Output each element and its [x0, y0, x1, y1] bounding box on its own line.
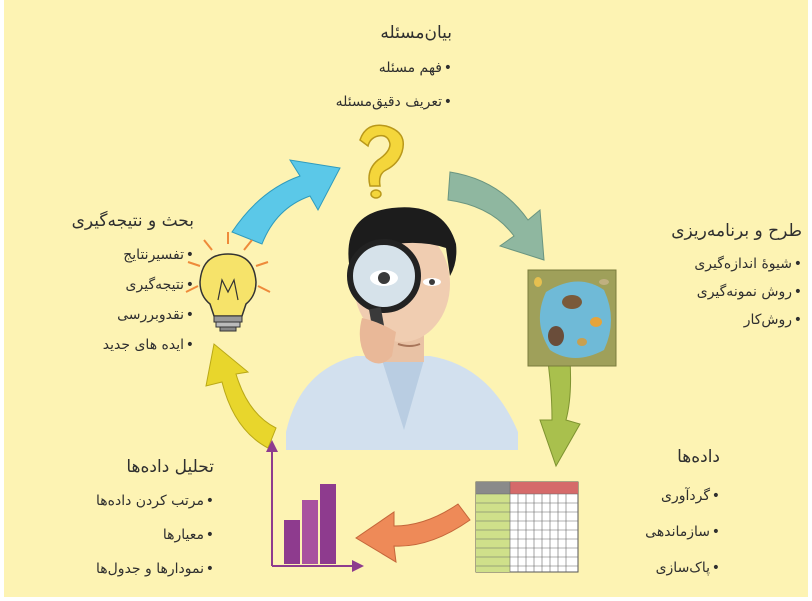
data-section: داده‌ها گردآوری سازماندهی پاک‌سازی	[645, 446, 720, 586]
arrow-orange	[355, 503, 471, 563]
data-items: گردآوری سازماندهی پاک‌سازی	[645, 478, 720, 586]
question-mark-icon	[359, 124, 404, 199]
bar-chart-icon	[266, 440, 364, 572]
light-bulb-icon	[185, 232, 271, 332]
problem-title: بیان‌مسئله	[380, 23, 452, 43]
list-item: فهم مسئله	[336, 54, 453, 82]
list-item: تفسیرنتایج	[72, 240, 194, 270]
list-item: روش‌کار	[671, 306, 802, 334]
list-item: پاک‌سازی	[645, 550, 720, 586]
data-table-icon	[475, 481, 579, 573]
design-section: طرح و برنامه‌ریزی شیوۀ اندازه‌گیری روش ن…	[671, 220, 802, 334]
list-item: نتیجه‌گیری	[72, 270, 195, 300]
analysis-section: تحلیل داده‌ها مرتب کردن داده‌ها معیارها …	[96, 456, 214, 586]
design-title: طرح و برنامه‌ریزی	[671, 221, 802, 241]
list-item: گردآوری	[645, 478, 720, 514]
arrow-olive	[539, 337, 581, 468]
list-item: شیوۀ اندازه‌گیری	[671, 250, 802, 278]
conclusion-items: تفسیرنتایج نتیجه‌گیری نقدوبررسی ایده های…	[72, 240, 195, 360]
arrow-yellow	[205, 343, 277, 449]
list-item: نقدوبررسی	[72, 300, 194, 330]
arrow-teal	[447, 171, 545, 261]
conclusion-section: بحث و نتیجه‌گیری تفسیرنتایج نتیجه‌گیری ن…	[71, 210, 195, 360]
list-item: معیارها	[96, 518, 214, 552]
arrow-blue	[231, 159, 341, 245]
analysis-title: تحلیل داده‌ها	[126, 457, 214, 477]
list-item: روش نمونه‌گیری	[671, 278, 802, 306]
problem-section: بیان‌مسئله فهم مسئله تعریف دقیق‌مسئله	[336, 22, 453, 116]
analysis-items: مرتب کردن داده‌ها معیارها نمودارها و جدو…	[96, 484, 214, 586]
design-items: شیوۀ اندازه‌گیری روش نمونه‌گیری روش‌کار	[671, 250, 802, 334]
data-title: داده‌ها	[677, 447, 720, 467]
list-item: مرتب کردن داده‌ها	[96, 484, 214, 518]
conclusion-title: بحث و نتیجه‌گیری	[71, 211, 194, 231]
list-item: سازماندهی	[645, 514, 720, 550]
list-item: نمودارها و جدول‌ها	[96, 552, 214, 586]
person-with-magnifier-illustration	[286, 207, 518, 450]
problem-items: فهم مسئله تعریف دقیق‌مسئله	[336, 54, 453, 116]
list-item: تعریف دقیق‌مسئله	[336, 88, 453, 116]
list-item: ایده های جدید	[72, 330, 195, 360]
sampling-map-icon	[527, 269, 617, 367]
